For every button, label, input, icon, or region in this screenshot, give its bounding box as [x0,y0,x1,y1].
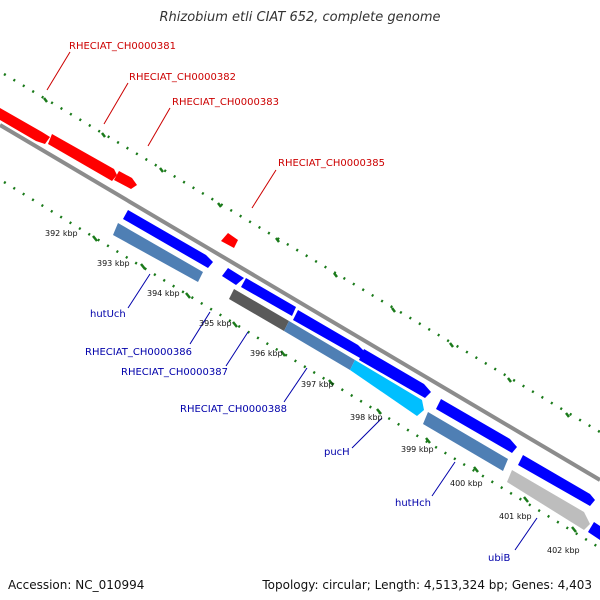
gene-rheciat-ch0000383[interactable] [114,171,137,189]
kbp-label-402: 402 kbp [547,546,580,555]
bottom-callouts [127,273,538,551]
accession-text: Accession: NC_010994 [8,578,145,592]
gene-blue-7[interactable] [518,455,595,506]
kbp-label-392: 392 kbp [45,229,78,238]
major-ticks-bottom [92,235,577,533]
map-title: Rhizobium etli CIAT 652, complete genome [159,10,441,25]
gene-rheciat-ch0000385[interactable] [221,233,238,248]
gene-blue-2[interactable] [222,268,244,285]
bottom-labels: hutUch RHECIAT_CH0000386 RHECIAT_CH00003… [85,309,510,564]
genome-backbone [0,123,600,482]
kbp-label-396: 396 kbp [250,349,283,358]
gene-huthch[interactable] [423,412,508,471]
kbp-label-399: 399 kbp [401,445,434,454]
label-rheciat-ch0000385[interactable]: RHECIAT_CH0000385 [278,158,385,169]
gene-blue-3[interactable] [241,278,296,316]
topology-text: Topology: circular; Length: 4,513,324 bp… [262,578,592,592]
label-rheciat-ch0000386[interactable]: RHECIAT_CH0000386 [85,347,192,358]
label-hutuch[interactable]: hutUch [90,309,126,320]
kbp-label-400: 400 kbp [450,479,483,488]
top-strand-genes [0,108,238,248]
gene-rheciat-ch0000386[interactable] [229,289,289,331]
gene-blue-6[interactable] [436,399,517,453]
label-ubib[interactable]: ubiB [488,553,510,564]
gene-blue-4[interactable] [293,310,365,358]
top-labels: RHECIAT_CH0000381 RHECIAT_CH0000382 RHEC… [69,41,385,169]
top-callouts [46,51,277,209]
gene-hutuch[interactable] [113,223,203,282]
gene-pucH[interactable] [350,360,424,416]
gene-blue-8[interactable] [588,522,600,540]
kbp-label-393: 393 kbp [97,259,130,268]
gene-rheciat-ch0000382[interactable] [48,134,117,181]
label-puch[interactable]: pucH [324,447,350,458]
bottom-strand-genes [113,210,600,540]
kbp-labels: 392 kbp 393 kbp 394 kbp 395 kbp 396 kbp … [45,229,580,555]
gene-ubib[interactable] [507,470,590,530]
label-rheciat-ch0000387[interactable]: RHECIAT_CH0000387 [121,367,228,378]
gene-blue-1[interactable] [123,210,213,268]
gene-rheciat-ch0000381[interactable] [0,108,50,144]
tick-track-top [3,72,600,434]
gene-rheciat-ch0000387[interactable] [284,321,355,370]
kbp-label-395: 395 kbp [199,319,232,328]
label-rheciat-ch0000382[interactable]: RHECIAT_CH0000382 [129,72,236,83]
kbp-label-401: 401 kbp [499,512,532,521]
major-ticks-top [43,97,570,418]
kbp-label-398: 398 kbp [350,413,383,422]
kbp-label-394: 394 kbp [147,289,180,298]
label-rheciat-ch0000383[interactable]: RHECIAT_CH0000383 [172,97,279,108]
kbp-label-397: 397 kbp [301,380,334,389]
label-huthch[interactable]: hutHch [395,498,431,509]
gene-blue-5[interactable] [359,349,431,398]
label-rheciat-ch0000388[interactable]: RHECIAT_CH0000388 [180,404,287,415]
label-rheciat-ch0000381[interactable]: RHECIAT_CH0000381 [69,41,176,52]
